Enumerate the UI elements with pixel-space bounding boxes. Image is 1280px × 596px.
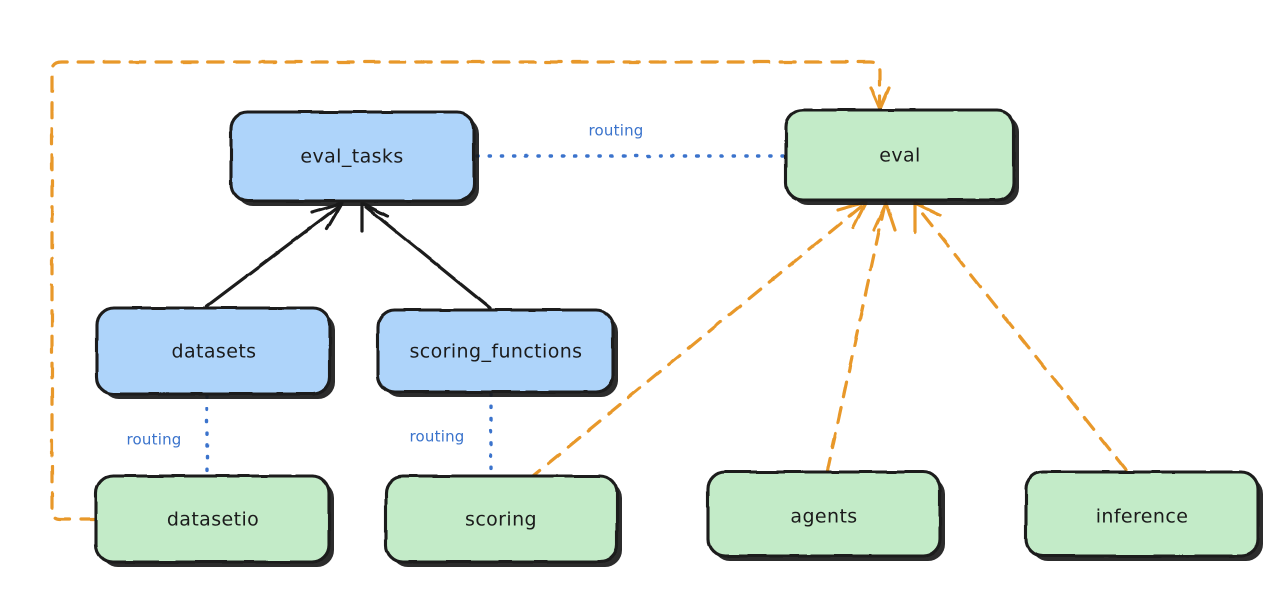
node-label-scoring: scoring (465, 509, 537, 531)
edge-label-routing-scoring-functions: routing (410, 428, 465, 446)
node-label-datasetio: datasetio (167, 509, 259, 531)
edge-agents-to-eval (825, 201, 897, 475)
edge-scoring-functions-to-eval-tasks (360, 201, 492, 310)
node-inference[interactable]: inference (1024, 470, 1263, 561)
node-datasetio[interactable]: datasetio (94, 474, 334, 567)
node-eval[interactable]: eval (784, 108, 1019, 205)
node-agents[interactable]: agents (706, 470, 945, 561)
node-label-inference: inference (1096, 506, 1189, 528)
node-eval-tasks[interactable]: eval_tasks (229, 110, 479, 206)
node-scoring[interactable]: scoring (384, 474, 622, 567)
node-label-eval-tasks: eval_tasks (300, 146, 403, 168)
edge-label-routing-datasets: routing (127, 431, 182, 449)
node-label-eval: eval (879, 145, 920, 167)
edge-datasets-to-eval-tasks (205, 201, 344, 308)
node-label-datasets: datasets (172, 341, 257, 363)
node-label-agents: agents (790, 506, 857, 528)
node-label-scoring-functions: scoring_functions (410, 341, 583, 363)
edge-label-routing-eval: routing (589, 122, 644, 140)
edge-inference-to-eval (913, 201, 1128, 472)
node-datasets[interactable]: datasets (95, 306, 335, 399)
node-scoring-functions[interactable]: scoring_functions (376, 308, 618, 397)
